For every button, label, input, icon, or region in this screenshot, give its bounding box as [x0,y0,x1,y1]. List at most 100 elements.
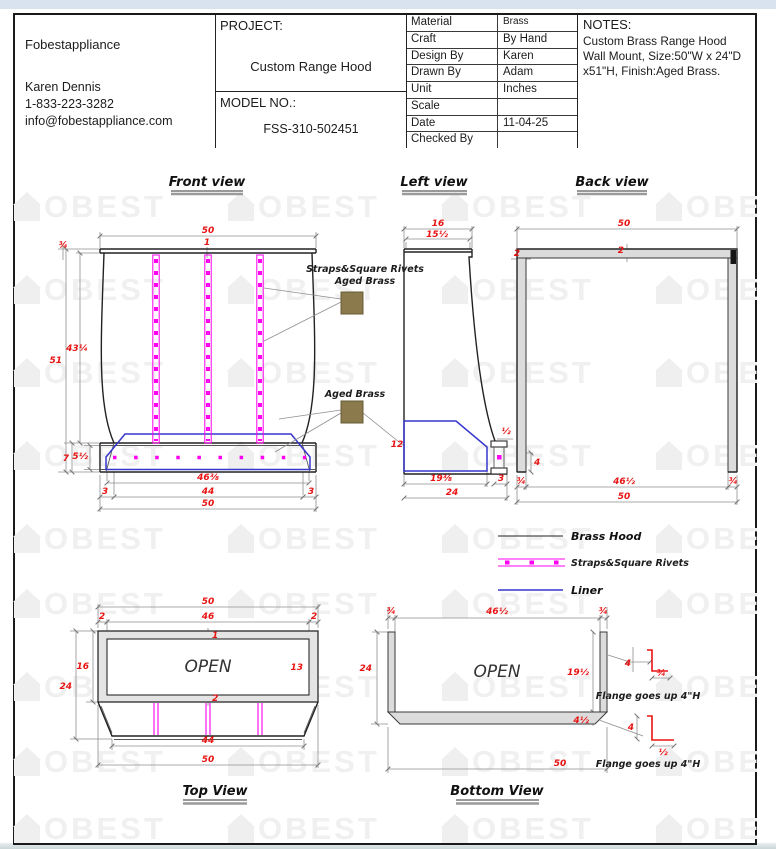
spec-value: Adam [497,65,577,81]
top-dim-wall: 1 [212,631,218,641]
back-dim-margin-right: ¾ [728,477,737,487]
spec-value: Inches [497,82,577,98]
front-dim-rivet-band: 5½ [72,452,88,462]
straps-callout-line1: Straps&Square Rivets [306,264,424,275]
front-hood-top-band [99,248,317,254]
project-name: Custom Range Hood [250,59,372,74]
spec-value [497,132,577,148]
left-dim-depth: 24 [446,488,459,498]
front-dim-margin-right: 3 [308,487,314,497]
top-view-title: Top View [182,784,248,799]
model-cell: MODEL NO.: FSS-310-502451 [216,92,406,148]
front-liner [105,433,311,471]
top-dim-wall-bottom: 2 [212,694,218,704]
bottom-view-title: Bottom View [450,784,544,799]
flange-bottom-profile [647,715,674,741]
front-straps [152,254,264,444]
legend-straps-label: Straps&Square Rivets [571,558,689,569]
notes-block: NOTES: Custom Brass Range Hood Wall Moun… [577,15,755,148]
top-dim-depth-inner: 16 [76,662,89,672]
flange-detail-bottom: 4 ½ Flange goes up 4"H [596,713,700,770]
front-dim-width-bottom: 50 [202,499,215,509]
front-dim-width-top: 50 [202,226,215,236]
top-dim-inner-width: 46 [201,612,215,622]
top-dim-bottom-inner: 44 [201,736,215,746]
flange-top-note: Flange goes up 4"H [596,691,701,702]
bottom-dim-depth: 24 [359,664,372,674]
brass-swatch-liner [340,400,364,424]
top-view: Top View OPEN 50 2 46 2 1 16 [59,597,321,805]
sheet-border [13,13,757,845]
bottom-open-label: OPEN [473,662,520,682]
flange-top-leg: 4 [624,659,631,669]
front-dim-upper-height: 43¼ [65,343,88,354]
back-dim-leg: 4 [533,458,540,468]
top-flare [97,701,319,737]
notes-label: NOTES: [583,17,632,32]
back-corner-mark [730,250,736,264]
top-dim-width: 50 [202,597,215,607]
back-dim-width-bottom: 50 [618,492,631,502]
bottom-view: Bottom View OPEN ¾ 46½ ¾ 24 19½ 4½ 50 [359,607,701,805]
back-dim-inner-width: 46½ [612,477,636,487]
top-dim-inner-right: 13 [290,663,303,673]
back-view-title: Back view [575,175,649,190]
bottom-wall-left [387,631,396,713]
left-dim-liner-height: 12 [391,440,404,450]
window-top-strip [0,0,776,9]
back-dim-width: 50 [618,219,631,229]
bottom-dim-lip: 4½ [572,716,589,726]
legend-liner-label: Liner [571,584,603,597]
project-block: PROJECT: Custom Range Hood MODEL NO.: FS… [215,15,406,148]
left-dim-top-inner: 15½ [426,230,449,240]
top-dim-width-bottom: 50 [202,755,215,765]
front-dim-reveal: ¾ [58,241,67,251]
back-frame-right [727,257,738,473]
legend: Brass Hood Straps&Square Rivets Liner [498,530,689,597]
left-hood-profile [403,248,507,475]
left-wall-bracket [490,440,508,475]
spec-label: Date [411,116,436,129]
back-frame-left [516,257,527,473]
project-label: PROJECT: [220,18,283,33]
project-cell: PROJECT: Custom Range Hood [216,15,406,92]
left-dim-liner-depth: 19⅜ [430,474,453,484]
spec-value [497,98,577,115]
title-block: Fobestappliance Karen Dennis 1-833-223-3… [15,15,755,148]
back-dim-side-strip: 2 [514,249,520,259]
spec-label: Unit [411,83,432,95]
flange-top-offset: ¾ [656,669,665,679]
spec-label: Material [411,16,452,28]
spec-label: Design By [411,49,464,62]
front-dim-inner-width: 44 [201,487,215,497]
company-name: Fobestappliance [25,37,121,52]
bottom-dim-width: 50 [554,759,567,769]
legend-brass-hood-label: Brass Hood [571,530,641,543]
model-number: FSS-310-502451 [263,122,359,136]
spec-label: Drawn By [411,66,461,79]
spec-row-design-by: Design By Karen [407,48,577,66]
left-dim-top-depth: 16 [432,219,445,229]
back-dim-margin-left: ¾ [516,477,525,487]
top-open-label: OPEN [184,657,231,677]
front-dim-liner-width: 46⅜ [196,473,220,483]
contact-name: Karen Dennis [25,80,101,94]
liner-callout: Aged Brass [324,389,386,400]
spec-row-scale: Scale [407,98,577,116]
spec-value: Karen [497,48,577,65]
bottom-dim-inner-width: 46½ [485,607,509,617]
front-dim-margin-left: 3 [102,487,108,497]
window-bottom-strip [0,843,776,849]
top-straps [153,703,263,735]
front-dim-band: 1 [204,238,210,248]
top-frame-inner [106,638,310,696]
back-dim-top-strip: 2 [618,246,624,256]
bottom-dim-margin-left: ¾ [386,607,395,617]
spec-row-unit: Unit Inches [407,82,577,99]
contact-email[interactable]: info@fobestappliance.com [25,114,173,128]
spec-label: Checked By [411,133,474,146]
